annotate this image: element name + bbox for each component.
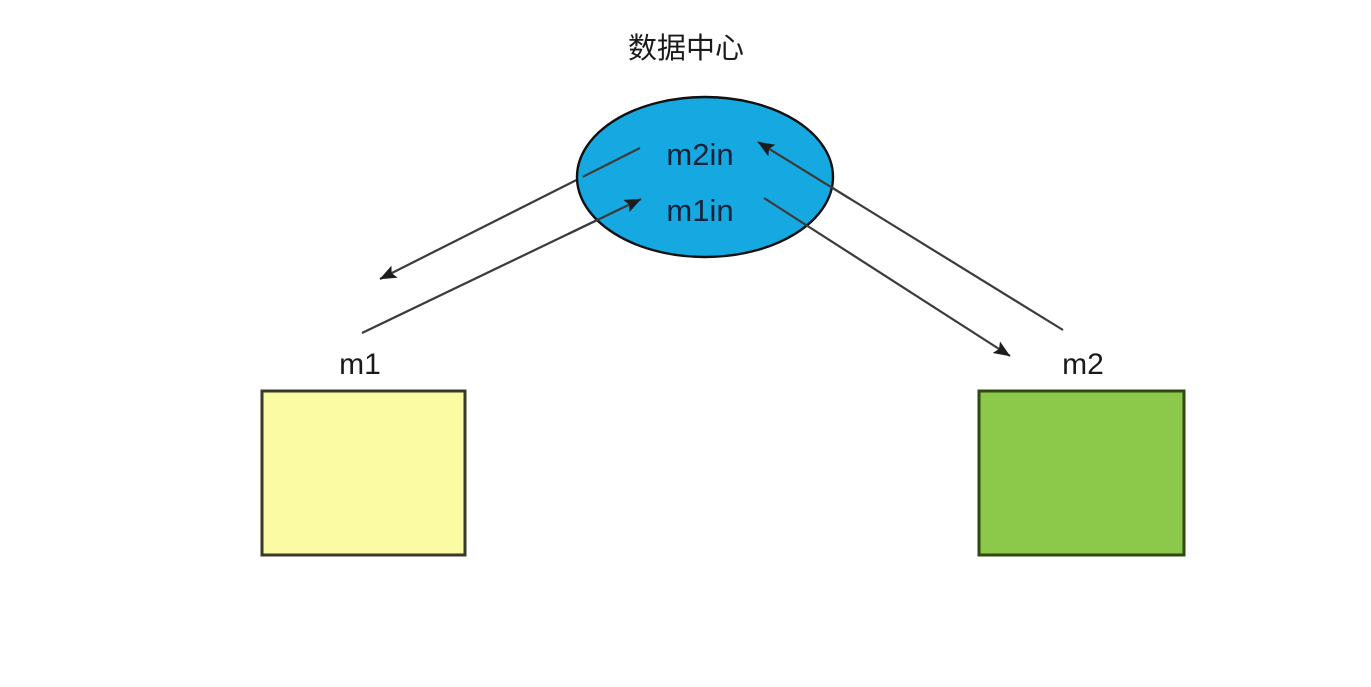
- edge-datacenter-to-m1-overlay: [582, 147, 641, 178]
- node-label-m2: m2: [1062, 348, 1104, 381]
- node-m1-rect[interactable]: [260, 389, 467, 557]
- node-datacenter-ellipse[interactable]: [575, 95, 835, 259]
- node-label-m1: m1: [339, 348, 381, 381]
- port-label-m1in: m1in: [666, 193, 733, 228]
- edge-m2-to-m2in-overlay: [757, 141, 851, 200]
- node-m2-rect[interactable]: [977, 389, 1186, 557]
- port-label-m2in: m2in: [666, 137, 733, 172]
- edge-m1-to-m1in-overlay: [567, 198, 642, 235]
- diagram-title: 数据中心: [628, 31, 744, 65]
- edge-datacenter-to-m2-overlay: [763, 197, 809, 228]
